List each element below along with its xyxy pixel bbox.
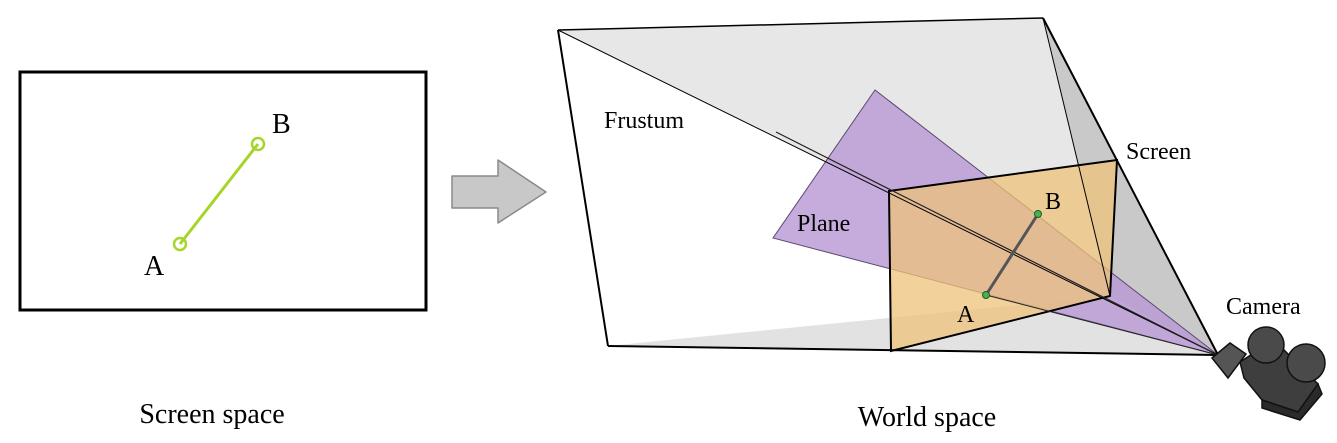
- screen-point-a: [172, 236, 188, 252]
- camera-body-side: [1261, 382, 1323, 421]
- frustum-back-edge: [1042, 17, 1111, 297]
- projection-rays: [775, 131, 1219, 356]
- frustum-far-bottom-edge: [607, 345, 1219, 356]
- screen-label: Screen: [1126, 139, 1191, 165]
- transition-arrow-icon: [451, 159, 547, 224]
- screen-point-b-label: B: [272, 109, 291, 140]
- world-point-b: [1034, 210, 1042, 218]
- world-point-a-label: A: [957, 302, 975, 328]
- ray-through-b: [775, 131, 1219, 356]
- camera-reel-back: [1286, 343, 1326, 383]
- frustum-edges: [557, 17, 1219, 356]
- screen-point-a-label: A: [144, 251, 165, 282]
- ray-through-a: [985, 294, 1219, 356]
- screen-space-panel: A B: [18, 70, 428, 312]
- frustum-far-left-edge: [557, 29, 609, 347]
- frustum-label: Frustum: [604, 108, 684, 134]
- world-segment-ab: [984, 213, 1040, 296]
- world-point-b-label: B: [1045, 189, 1061, 215]
- screen-point-b: [250, 136, 266, 152]
- screen-space-caption: Screen space: [139, 399, 284, 430]
- screen-segment-ab: [178, 143, 260, 245]
- plane-label: Plane: [797, 211, 850, 237]
- frustum-right-ray: [1042, 17, 1219, 356]
- camera-lens: [1210, 342, 1248, 380]
- camera-icon: [1210, 326, 1326, 421]
- frustum-top-ray: [557, 29, 1219, 356]
- frustum-far-edge: [557, 17, 1044, 31]
- world-point-a: [982, 291, 990, 299]
- camera-label: Camera: [1226, 294, 1301, 320]
- world-space-caption: World space: [858, 402, 996, 433]
- camera-reel-front: [1247, 326, 1285, 364]
